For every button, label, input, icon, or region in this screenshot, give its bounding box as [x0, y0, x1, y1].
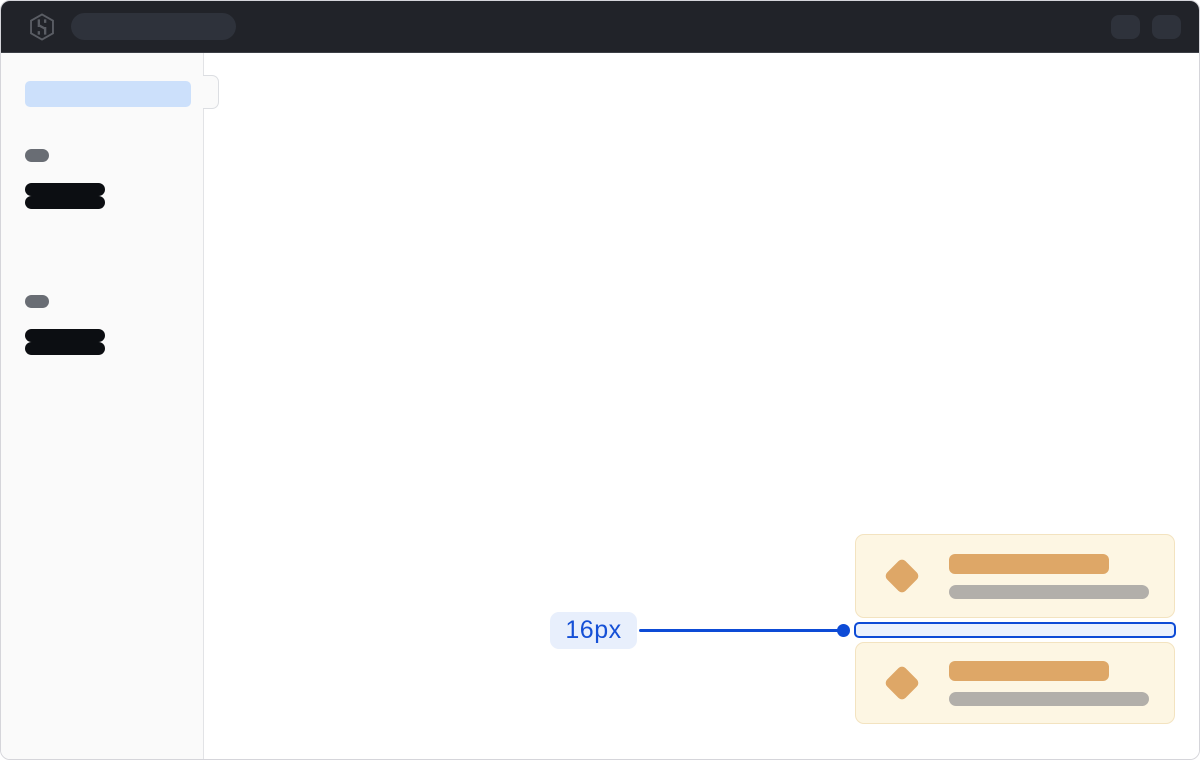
spacing-gap-highlight — [854, 622, 1176, 638]
card-text-skeleton — [949, 660, 1149, 706]
diamond-icon — [883, 557, 921, 595]
card-subtitle-skeleton — [949, 691, 1149, 706]
sidebar-link-skeleton[interactable] — [25, 183, 105, 196]
measurement-dot — [837, 624, 850, 637]
sidebar-section-label-skeleton — [25, 295, 49, 308]
top-nav — [1, 1, 1199, 53]
card-title-skeleton — [949, 553, 1109, 574]
nav-actions — [1111, 14, 1181, 39]
sidebar-link-skeleton[interactable] — [25, 342, 105, 355]
spacing-label: 16px — [550, 612, 637, 649]
sidebar — [1, 53, 204, 759]
sidebar-group-1 — [25, 149, 105, 209]
diamond-icon — [883, 664, 921, 702]
sidebar-link-skeleton[interactable] — [25, 196, 105, 209]
sidebar-section-label-skeleton — [25, 149, 49, 162]
nav-action-chip-2[interactable] — [1152, 14, 1181, 39]
card-text-skeleton — [949, 553, 1149, 599]
hashicorp-logo-icon[interactable] — [26, 11, 58, 43]
nav-action-chip-1[interactable] — [1111, 14, 1140, 39]
nav-search-placeholder[interactable] — [71, 13, 236, 40]
card-subtitle-skeleton — [949, 584, 1149, 599]
card-title-skeleton — [949, 660, 1109, 681]
list-card-2[interactable] — [855, 642, 1175, 724]
sidebar-group-2 — [25, 295, 105, 355]
main-content — [204, 53, 1199, 759]
sidebar-collapse-tab[interactable] — [203, 75, 219, 109]
sidebar-active-item-skeleton[interactable] — [25, 81, 191, 107]
list-card-1[interactable] — [855, 534, 1175, 618]
measurement-line — [639, 629, 843, 632]
sidebar-link-skeleton[interactable] — [25, 329, 105, 342]
